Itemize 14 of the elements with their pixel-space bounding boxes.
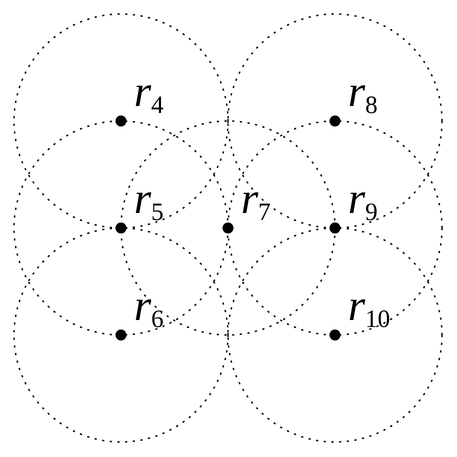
point-label: r$_{7}$ — [241, 177, 271, 225]
point-label: r$_{6}$ — [134, 284, 164, 332]
point-dot — [116, 330, 126, 340]
point-dot — [330, 330, 340, 340]
point-label: r$_{5}$ — [134, 177, 164, 225]
point-label: r$_{8}$ — [348, 70, 378, 118]
point-dot — [330, 116, 340, 126]
point-label: r$_{4}$ — [134, 70, 164, 118]
point-dot — [116, 116, 126, 126]
point-dot — [222, 222, 234, 234]
point-label: r$_{10}$ — [348, 284, 390, 332]
point-label: r$_{9}$ — [348, 177, 378, 225]
point-dot — [330, 222, 340, 234]
point-dot — [116, 222, 126, 234]
